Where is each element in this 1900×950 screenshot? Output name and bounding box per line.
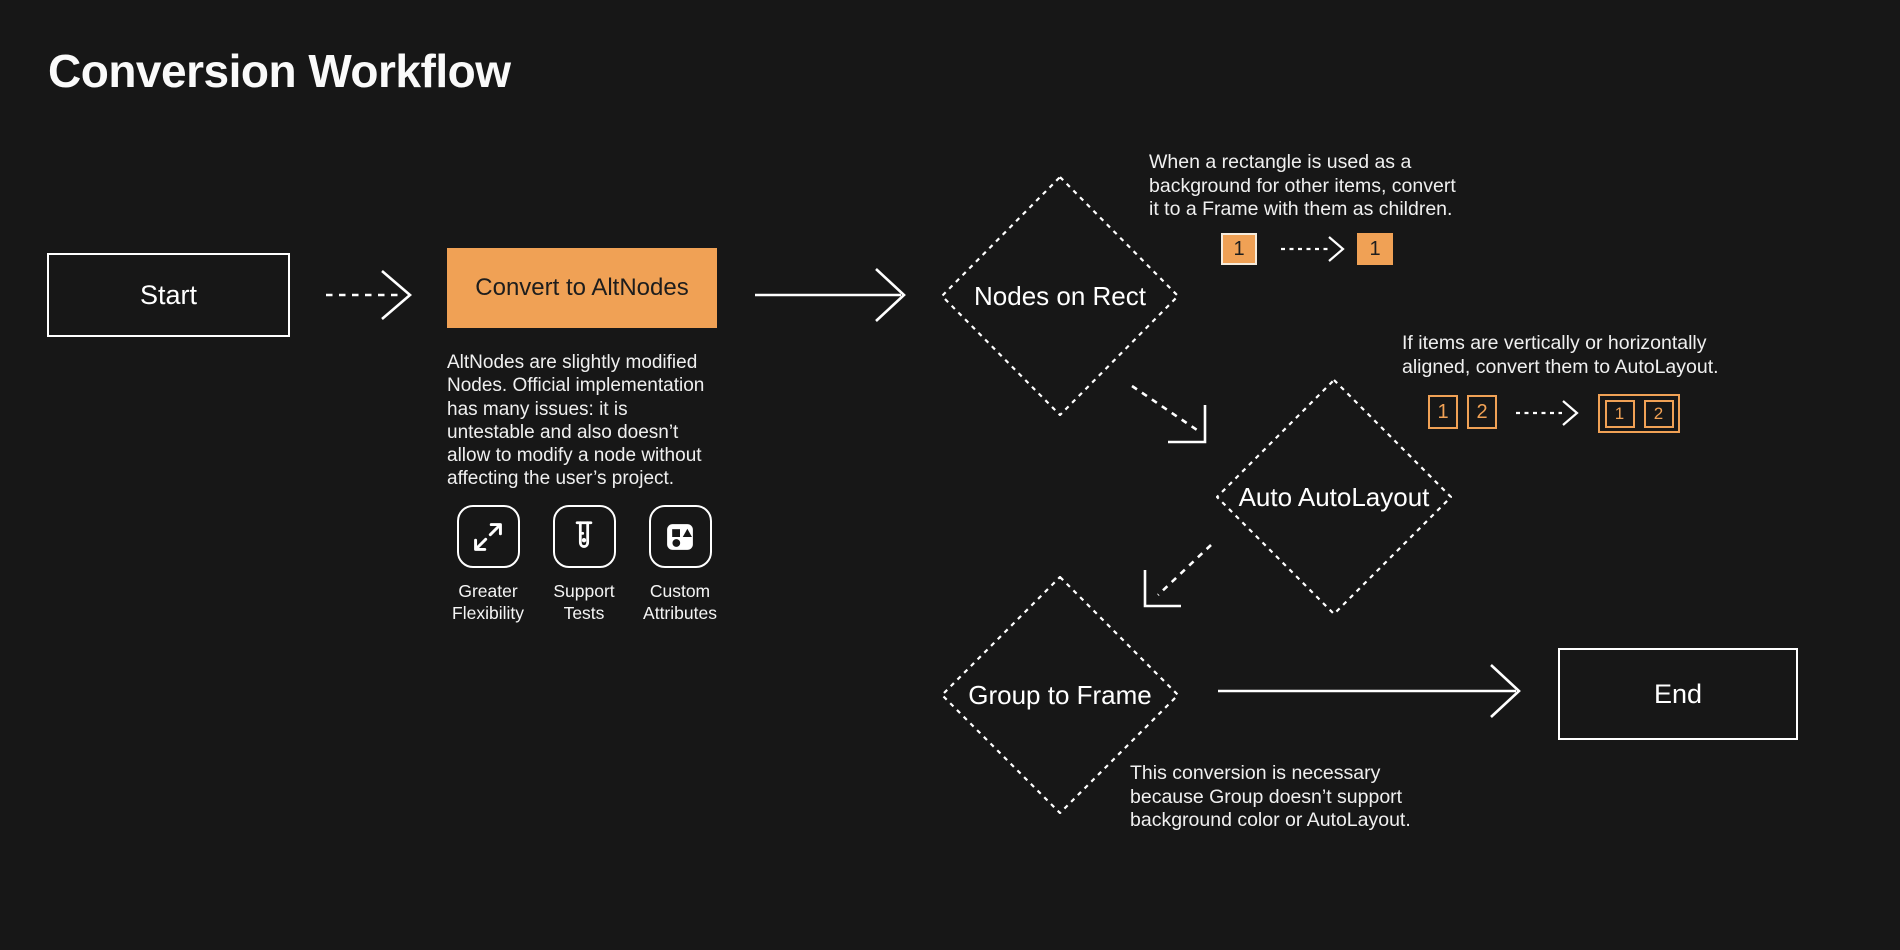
altnodes-feature-list: Greater Flexibility Support Tests Custom… xyxy=(442,505,726,624)
group-note-text: This conversion is necessary because Gro… xyxy=(1130,762,1411,831)
autolayout-note-after-group: 1 2 xyxy=(1598,394,1680,433)
feature-greater-flexibility: Greater Flexibility xyxy=(442,505,534,624)
rect-note-text: When a rectangle is used as a background… xyxy=(1149,151,1456,220)
feature-label: Custom Attributes xyxy=(643,581,717,623)
arrow-start-to-convert xyxy=(326,270,412,320)
arrow-nodes-on-rect-to-auto-autolayout xyxy=(1131,384,1207,444)
flow-node-group-to-frame[interactable]: Group to Frame xyxy=(941,576,1179,814)
flow-node-convert-to-altnodes[interactable]: Convert to AltNodes xyxy=(447,248,717,328)
page-title: Conversion Workflow xyxy=(48,45,511,97)
feature-label: Greater Flexibility xyxy=(452,581,524,623)
feature-label: Support Tests xyxy=(553,581,615,623)
group-to-frame-label: Group to Frame xyxy=(968,679,1152,710)
arrow-rect-note-conversion xyxy=(1281,236,1345,262)
flow-node-auto-autolayout[interactable]: Auto AutoLayout xyxy=(1216,379,1452,615)
start-label: Start xyxy=(139,279,198,310)
autolayout-note-after-box-1: 1 xyxy=(1604,399,1635,428)
auto-autolayout-label: Auto AutoLayout xyxy=(1238,481,1430,512)
arrow-convert-to-nodes-on-rect xyxy=(755,268,906,322)
flow-node-nodes-on-rect[interactable]: Nodes on Rect xyxy=(941,176,1179,416)
expand-arrows-icon xyxy=(456,505,520,568)
test-tube-icon xyxy=(552,505,616,568)
flow-node-end[interactable]: End xyxy=(1558,648,1798,740)
shapes-icon xyxy=(648,505,712,568)
autolayout-note-before-box-2: 2 xyxy=(1467,395,1497,429)
altnodes-description: AltNodes are slightly modified Nodes. Of… xyxy=(447,352,705,490)
autolayout-note-after-box-2: 2 xyxy=(1643,399,1674,428)
arrow-group-to-frame-to-end xyxy=(1218,664,1521,718)
convert-label: Convert to AltNodes xyxy=(475,274,689,301)
arrow-auto-autolayout-to-group-to-frame xyxy=(1143,544,1212,608)
end-label: End xyxy=(1653,678,1703,709)
arrow-autolayout-note-conversion xyxy=(1516,400,1579,426)
rect-note-after-box: 1 xyxy=(1357,233,1393,265)
nodes-on-rect-label: Nodes on Rect xyxy=(974,280,1146,311)
diamond-outline xyxy=(941,176,1179,416)
autolayout-note-text: If items are vertically or horizontally … xyxy=(1402,332,1719,378)
diamond-outline xyxy=(1216,379,1452,615)
feature-support-tests: Support Tests xyxy=(538,505,630,624)
autolayout-note-before-box-1: 1 xyxy=(1428,395,1458,429)
diamond-outline xyxy=(941,576,1179,814)
flow-node-start[interactable]: Start xyxy=(47,253,290,337)
feature-custom-attributes: Custom Attributes xyxy=(634,505,726,624)
rect-note-before-box: 1 xyxy=(1221,233,1257,265)
